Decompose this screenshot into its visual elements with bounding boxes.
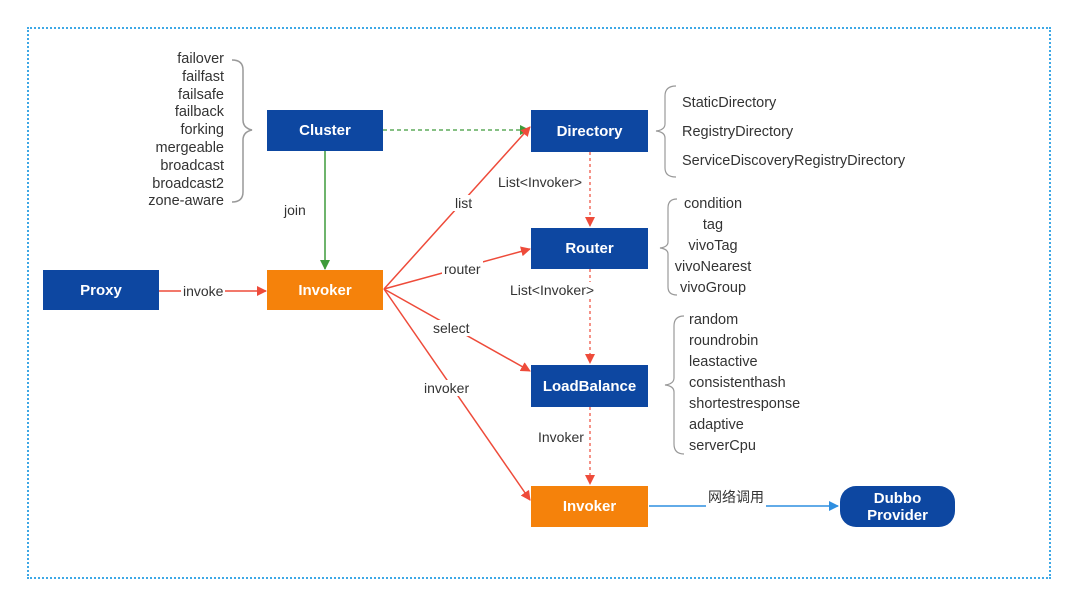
cluster-strategy-item: failover	[177, 51, 224, 67]
loadbalance-type-item: adaptive	[689, 417, 744, 433]
brace-cluster-strategies	[231, 59, 253, 203]
cluster-node: Cluster	[267, 110, 383, 151]
cluster-strategy-item: broadcast2	[152, 175, 224, 192]
loadbalance-type-item: shortestresponse	[689, 396, 801, 412]
cluster-strategy-list: failover failfast failsafe failback fork…	[148, 51, 224, 211]
cluster-strategy-item: broadcast	[160, 157, 224, 174]
router-node: Router	[531, 228, 648, 269]
loadbalance-type-item: random	[689, 312, 739, 328]
cluster-strategy-item: mergeable	[155, 139, 224, 156]
loadbalance-node: LoadBalance	[531, 365, 648, 407]
loadbalance-type-item: roundrobin	[689, 333, 759, 349]
label-select: select	[431, 320, 472, 336]
loadbalance-type-item: serverCpu	[689, 438, 756, 454]
label-invoke: invoke	[181, 283, 226, 299]
router-type-item: vivoNearest	[674, 259, 752, 275]
label-invoker-result: Invoker	[536, 429, 586, 445]
loadbalance-type-item: consistenthash	[689, 375, 786, 391]
loadbalance-type-item: leastactive	[689, 354, 758, 370]
diagram-frame	[27, 27, 1051, 579]
directory-type-item: ServiceDiscoveryRegistryDirectory	[682, 153, 906, 169]
cluster-strategy-item: zone-aware	[148, 193, 224, 210]
router-type-item: vivoTag	[688, 238, 738, 254]
brace-loadbalance-types	[664, 315, 685, 455]
cluster-strategy-item: forking	[180, 122, 224, 139]
label-invoker: invoker	[422, 380, 472, 396]
label-network-call: 网络调用	[706, 487, 766, 507]
cluster-strategy-item: failfast	[182, 68, 224, 85]
directory-type-item: RegistryDirectory	[682, 124, 794, 140]
directory-type-item: StaticDirectory	[682, 95, 777, 111]
invoker-final-node: Invoker	[531, 486, 648, 527]
dubbo-provider-node: Dubbo Provider	[840, 486, 955, 527]
label-list-invoker-1: List<Invoker>	[496, 174, 585, 190]
label-list: list	[453, 195, 475, 211]
brace-directory-types	[655, 85, 677, 178]
brace-router-types	[659, 198, 678, 296]
directory-node: Directory	[531, 110, 648, 152]
proxy-node: Proxy	[43, 270, 159, 310]
directory-type-list: StaticDirectory RegistryDirectory Servic…	[682, 89, 905, 176]
router-type-item: vivoGroup	[679, 280, 747, 296]
invoker-node: Invoker	[267, 270, 383, 310]
loadbalance-type-list: random roundrobin leastactive consistent…	[689, 310, 800, 457]
label-router: router	[442, 261, 483, 277]
label-join: join	[282, 202, 308, 218]
router-type-item: condition	[683, 196, 743, 212]
label-list-invoker-2: List<Invoker>	[508, 282, 597, 298]
router-type-item: tag	[702, 217, 724, 233]
cluster-strategy-item: failsafe	[178, 86, 224, 103]
router-type-list: condition tag vivoTag vivoNearest vivoGr…	[668, 194, 758, 299]
cluster-strategy-item: failback	[174, 104, 224, 121]
